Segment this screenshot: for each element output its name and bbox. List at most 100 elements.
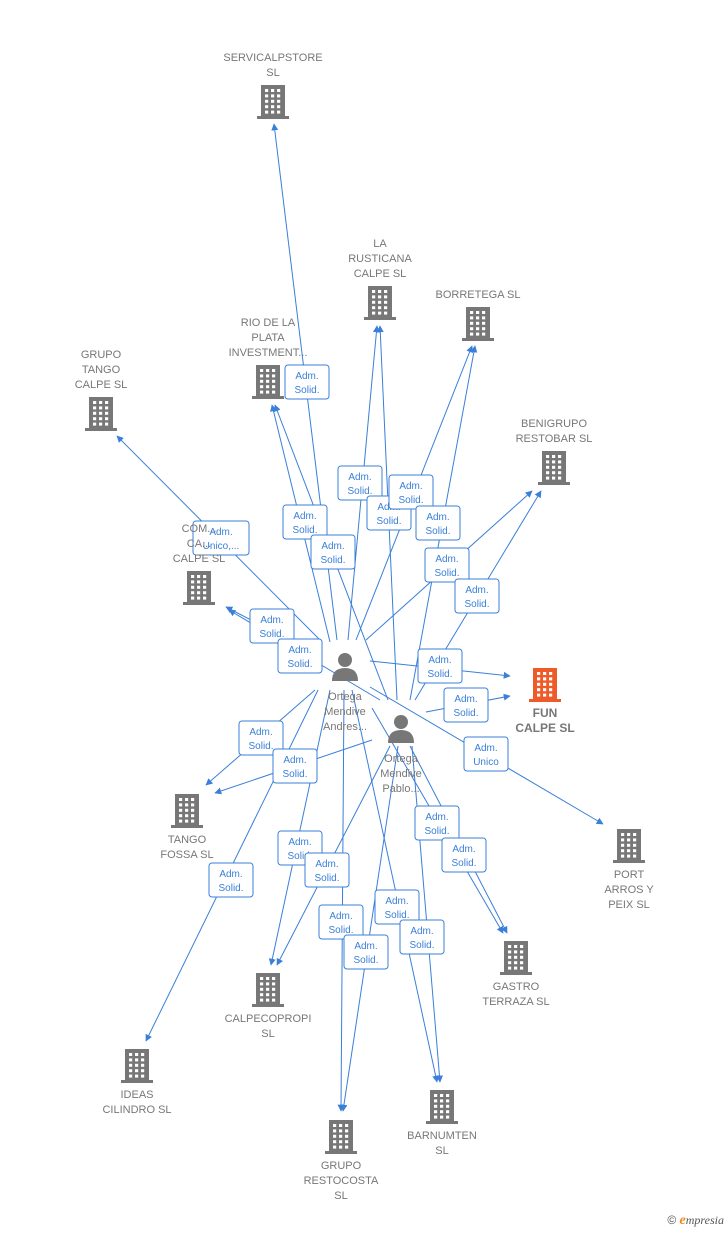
edge-label[interactable]: Adm.Solid.: [249, 608, 295, 644]
edge-label[interactable]: Adm.Solid.: [374, 889, 420, 925]
edge-label[interactable]: Adm.Solid.: [414, 805, 460, 841]
node-com-calpe[interactable]: COM...CA...CALPE SL: [173, 523, 226, 605]
edge-label-box: [399, 919, 445, 955]
edge-label[interactable]: Adm.Solid.: [443, 687, 489, 723]
building-window: [266, 374, 270, 378]
building-window: [537, 682, 541, 686]
footer-brand[interactable]: © empresia: [667, 1213, 724, 1229]
building-window: [260, 998, 264, 1002]
edge-label[interactable]: Adm.Solid.: [337, 465, 383, 501]
building-window: [191, 585, 195, 589]
edge-label[interactable]: Adm.Solid.: [282, 504, 328, 540]
building-window: [99, 406, 103, 410]
edge-label[interactable]: Adm.Solid.: [318, 904, 364, 940]
node-rio-de-la-plata[interactable]: RIO DE LAPLATAINVESTMENT...: [229, 317, 308, 399]
building-window: [99, 417, 103, 421]
edge-label[interactable]: Adm.Solid.: [284, 364, 330, 400]
edge-ortega-andres-to-barnumten: [351, 689, 440, 1083]
edge-label-box: [208, 862, 254, 898]
edge-label-text: Solid.: [398, 495, 423, 506]
building-window: [372, 290, 376, 293]
building-window: [446, 1115, 450, 1119]
person-icon: [388, 715, 414, 743]
node-label: SL: [435, 1145, 448, 1157]
building-window: [260, 369, 264, 372]
building-window: [372, 311, 376, 315]
node-label: CALPE SL: [354, 268, 407, 280]
building-window: [440, 1094, 444, 1097]
building-window: [129, 1074, 133, 1078]
building-window: [266, 379, 270, 383]
edge-label[interactable]: Adm.Solid.: [441, 837, 487, 873]
edge-label[interactable]: Adm.Solid.: [304, 852, 350, 888]
edge-label-text: Solid.: [314, 873, 339, 884]
building-window: [476, 316, 480, 320]
building-window: [141, 1074, 145, 1078]
node-borretega[interactable]: BORRETEGA SL: [436, 289, 521, 341]
edge-label[interactable]: Adm.Unico: [463, 736, 509, 772]
building-base: [325, 1151, 357, 1154]
building-window: [271, 110, 275, 114]
edge-label-text: Unico,...: [203, 541, 240, 552]
node-label: Pablo...: [382, 783, 419, 795]
brand-name: mpresia: [685, 1213, 724, 1227]
building-window: [549, 677, 553, 681]
building-base: [252, 1004, 284, 1007]
edge-label[interactable]: Adm.Solid.: [454, 578, 500, 614]
building-window: [266, 987, 270, 991]
edge-ortega-andres-to-calpecopropi: [268, 689, 331, 966]
building-window: [345, 1134, 349, 1138]
edge-label[interactable]: Adm.Solid.: [277, 638, 323, 674]
building-window: [549, 682, 553, 686]
building-window: [543, 682, 547, 686]
building-window: [265, 110, 269, 114]
edge-label[interactable]: Adm.Solid.: [415, 505, 461, 541]
building-window: [260, 390, 264, 394]
node-ortega-andres[interactable]: OrtegaMendiveAndres...: [323, 653, 367, 733]
edge-label-text: Adm.: [348, 472, 371, 483]
building-window: [470, 316, 474, 320]
edge-label-text: Adm.: [295, 371, 318, 382]
edge-label[interactable]: Adm.Solid.: [399, 919, 445, 955]
building-window: [339, 1134, 343, 1138]
building-window: [272, 379, 276, 383]
edge-label[interactable]: Adm.Solid.: [272, 748, 318, 784]
node-label: RIO DE LA: [241, 317, 296, 329]
edge-label[interactable]: Adm.Solid.: [343, 934, 389, 970]
building-base: [538, 482, 570, 485]
node-label: Mendive: [324, 706, 366, 718]
building-window: [339, 1145, 343, 1149]
edge-label[interactable]: Adm.Solid.: [417, 648, 463, 684]
edge-label[interactable]: Adm.Solid.: [310, 534, 356, 570]
building-window: [558, 455, 562, 458]
node-ortega-pablo[interactable]: OrtegaMendivePablo...: [380, 715, 422, 795]
building-window: [105, 406, 109, 410]
building-base: [364, 317, 396, 320]
building-window: [266, 369, 270, 372]
edge-label[interactable]: Adm.Solid.: [238, 720, 284, 756]
edge-ortega-pablo-to-barnumten: [411, 745, 443, 1083]
building-base: [85, 428, 117, 431]
edge-label[interactable]: Adm.Solid.: [388, 474, 434, 510]
building-base: [183, 602, 215, 605]
edge-label[interactable]: Adm.Solid.: [208, 862, 254, 898]
building-window: [546, 455, 550, 458]
building-window: [446, 1094, 450, 1097]
building-window: [141, 1063, 145, 1067]
building-window: [135, 1074, 139, 1078]
edge-label[interactable]: Adm.Solid.: [424, 547, 470, 583]
edge-label[interactable]: Adm.Unico,...: [192, 520, 250, 556]
